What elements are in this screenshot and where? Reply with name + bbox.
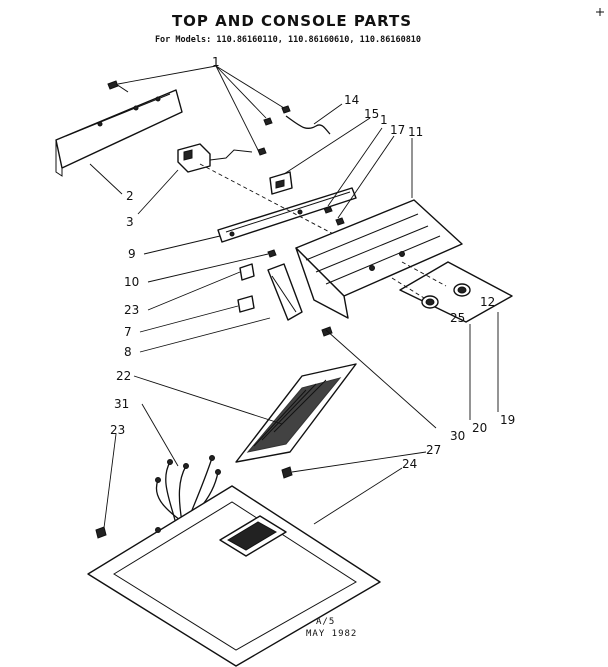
- callout-27: 27: [426, 443, 441, 457]
- callout-20: 20: [472, 421, 487, 435]
- callout-24: 24: [402, 457, 417, 471]
- leader-lines: [89, 65, 499, 529]
- callout-9: 9: [128, 247, 136, 261]
- diagram-title: TOP AND CONSOLE PARTS: [172, 12, 412, 30]
- callout-17: 17: [390, 123, 405, 137]
- model-numbers: For Models: 110.86160110, 110.86160610, …: [155, 35, 421, 45]
- part-12-knob-bracket: [391, 261, 513, 323]
- part-30-screw: [321, 326, 333, 337]
- part-24-top: [87, 485, 381, 667]
- part-rear-console-panel: [55, 89, 183, 177]
- corner-mark: [596, 8, 604, 16]
- callout-15: 15: [364, 107, 379, 121]
- part-27-screw: [281, 466, 293, 479]
- callout-7: 7: [124, 325, 132, 339]
- callout-19: 19: [500, 413, 515, 427]
- callout-11: 11: [408, 125, 423, 139]
- part-3-switch: [177, 143, 253, 173]
- part-23-nut: [239, 263, 255, 281]
- callout-8: 8: [124, 345, 132, 359]
- callout-23-upper: 23: [124, 303, 139, 317]
- callout-1: 1: [212, 55, 220, 69]
- callout-labels: 1 14 15 1 17 11 2 3 9 10 23 7 8 12 25 22…: [110, 55, 515, 471]
- footer-date: MAY 1982: [306, 629, 357, 639]
- callout-30: 30: [450, 429, 465, 443]
- part-11-console: [295, 199, 463, 319]
- part-10-screw: [267, 249, 277, 258]
- callout-3: 3: [126, 215, 134, 229]
- callout-12: 12: [480, 295, 495, 309]
- callout-31: 31: [114, 397, 129, 411]
- callout-2: 2: [126, 189, 134, 203]
- footer-page-code: A/5: [316, 617, 335, 627]
- part-15-clip: [269, 171, 293, 195]
- part-9-bracket: [217, 187, 357, 243]
- part-7-clip: [237, 295, 255, 313]
- part-14-wire: [285, 115, 331, 135]
- callout-25: 25: [450, 311, 465, 325]
- callout-22: 22: [116, 369, 131, 383]
- callout-10: 10: [124, 275, 139, 289]
- part-8-endcap: [267, 263, 303, 321]
- callout-1b: 1: [380, 113, 388, 127]
- part-31-wire-harness: [155, 455, 221, 525]
- callout-23-lower: 23: [110, 423, 125, 437]
- part-22-grille: [235, 363, 357, 463]
- callout-14: 14: [344, 93, 359, 107]
